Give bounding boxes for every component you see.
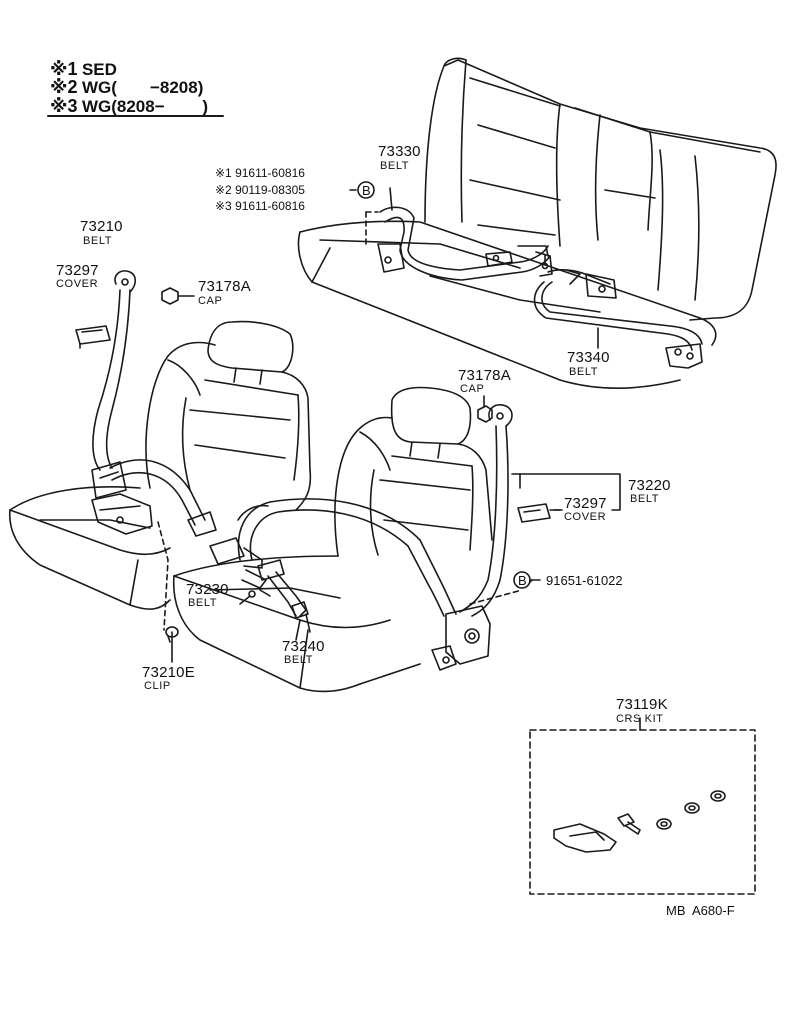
bolt-number-91651-61022: 91651-61022 — [546, 573, 623, 588]
front-right-seat — [172, 386, 493, 693]
left-belt-73210 — [91, 270, 217, 631]
buckle-belt-73240 — [257, 559, 311, 633]
buckle-belt-73230 — [209, 537, 271, 598]
part-name-73119K: CRS KIT — [616, 713, 664, 725]
bracket-73220 — [511, 473, 621, 511]
part-number-73330: 73330 — [378, 143, 421, 160]
rear-belt-73340 — [533, 269, 703, 369]
ref-letter-b-rear: B — [362, 183, 371, 198]
part-name-73330: BELT — [380, 160, 410, 172]
legend-mark-1: ※1 — [50, 59, 78, 79]
cover-73297-right-icon — [517, 503, 561, 523]
legend-item-1: ※1 SED — [50, 60, 117, 79]
legend-mark-3: ※3 — [50, 96, 78, 116]
legend-item-2: ※2 WG( −8208) — [50, 78, 203, 97]
diagram-code: MB A680-F — [666, 903, 735, 918]
part-number-73210E: 73210E — [142, 664, 195, 681]
bolt-variant-number-1: 91611-60816 — [235, 166, 305, 180]
part-number-73230: 73230 — [186, 581, 229, 598]
bolt-variant-number-3: 91611-60816 — [235, 199, 305, 213]
bolt-variant-mark-3: ※3 — [215, 199, 232, 213]
part-name-73340: BELT — [569, 366, 599, 378]
part-number-73297-left: 73297 — [56, 262, 99, 279]
bolt-variant-2: ※2 90119-08305 — [215, 184, 305, 196]
bolt-variant-mark-1: ※1 — [215, 166, 232, 180]
legend-text-1: SED — [81, 60, 117, 79]
right-belt-73220 — [237, 404, 523, 671]
part-number-73340: 73340 — [567, 349, 610, 366]
crs-kit-73119K — [529, 717, 756, 895]
legend-item-3: ※3 WG(8208− ) — [50, 97, 208, 116]
legend-mark-2: ※2 — [50, 77, 78, 97]
cover-73297-left-icon — [75, 325, 111, 349]
part-name-73210E: CLIP — [144, 680, 171, 692]
part-number-73210: 73210 — [80, 218, 123, 235]
cap-73178A-top-icon — [161, 287, 195, 305]
rear-belt-73330 — [365, 206, 553, 281]
bolt-variant-number-2: 90119-08305 — [235, 183, 305, 197]
part-name-73210: BELT — [83, 235, 113, 247]
part-name-73230: BELT — [188, 597, 218, 609]
part-name-73297-right: COVER — [564, 511, 607, 523]
legend-text-3: WG(8208− ) — [81, 97, 209, 116]
part-name-73220: BELT — [630, 493, 660, 505]
part-number-73297-right: 73297 — [564, 495, 607, 512]
part-name-73178A-right: CAP — [460, 383, 485, 395]
part-name-73178A-top: CAP — [198, 295, 223, 307]
part-name-73297-left: COVER — [56, 278, 99, 290]
part-number-73178A-top: 73178A — [198, 278, 251, 295]
legend-text-2: WG( −8208) — [81, 78, 204, 97]
bolt-variant-1: ※1 91611-60816 — [215, 167, 305, 179]
ref-circle-b-rear — [357, 181, 375, 199]
part-number-73119K: 73119K — [616, 696, 668, 713]
ref-letter-b-right: B — [518, 573, 527, 588]
part-name-73240: BELT — [284, 654, 314, 666]
bolt-variant-mark-2: ※2 — [215, 183, 232, 197]
bolt-variant-3: ※3 91611-60816 — [215, 200, 305, 212]
cap-73178A-right-icon — [477, 395, 493, 423]
rear-bench-seat — [297, 57, 777, 390]
part-number-73220: 73220 — [628, 477, 671, 494]
part-number-73240: 73240 — [282, 638, 325, 655]
part-number-73178A-right: 73178A — [458, 367, 511, 384]
front-left-seat — [8, 320, 312, 610]
